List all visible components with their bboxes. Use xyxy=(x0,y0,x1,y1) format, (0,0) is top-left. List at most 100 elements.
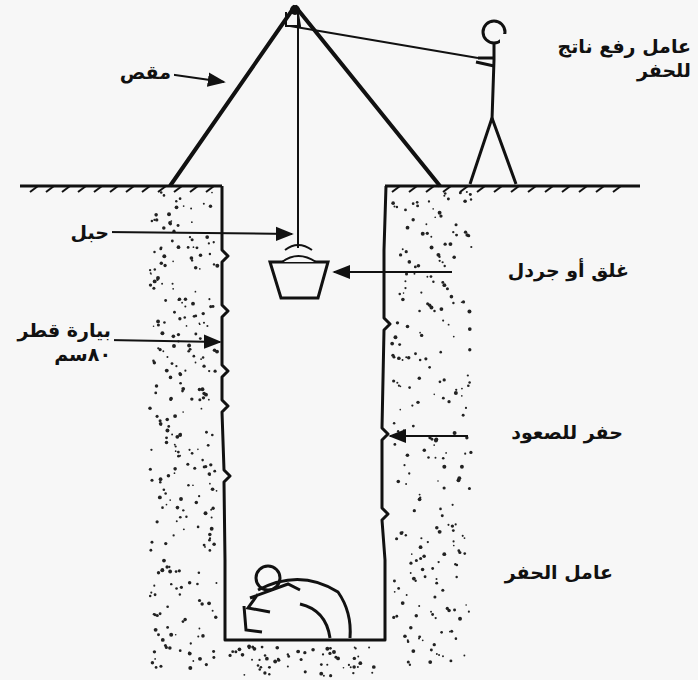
soil-dot xyxy=(455,389,457,391)
soil-dot xyxy=(179,516,182,519)
dimension-label: بيارة قطر ٨٠سم xyxy=(6,318,114,368)
rope xyxy=(297,12,299,248)
soil-dot xyxy=(462,414,465,417)
soil-dot xyxy=(468,381,470,383)
soil-dot xyxy=(390,342,394,346)
soil-dot xyxy=(161,638,165,642)
soil-dot xyxy=(179,373,182,376)
soil-dot xyxy=(182,620,185,623)
soil-dot xyxy=(412,425,415,428)
soil-dot xyxy=(198,657,202,661)
soil-dot xyxy=(398,343,401,346)
soil-dot xyxy=(277,658,280,661)
soil-dot xyxy=(444,243,447,246)
soil-dot xyxy=(173,311,176,314)
soil-dot xyxy=(435,457,437,459)
soil-dot xyxy=(188,449,190,451)
soil-dot xyxy=(320,663,323,666)
soil-dot xyxy=(400,385,402,387)
soil-dot xyxy=(468,611,470,613)
soil-dot xyxy=(190,642,192,644)
soil-dot xyxy=(418,605,420,607)
hatch-stroke xyxy=(158,186,166,192)
digging-worker xyxy=(244,566,350,638)
soil-dot xyxy=(165,369,169,373)
hatch-stroke xyxy=(62,186,70,192)
hatch-stroke xyxy=(511,186,519,192)
soil-dot xyxy=(190,207,192,209)
soil-dot xyxy=(209,305,212,308)
soil-dot xyxy=(296,650,300,654)
soil-dot xyxy=(149,269,151,271)
soil-dot xyxy=(193,246,195,248)
soil-dot xyxy=(411,553,413,555)
soil-dot xyxy=(439,351,442,354)
soil-dot xyxy=(156,276,160,280)
soil-dot xyxy=(166,504,168,506)
soil-dot xyxy=(191,221,193,223)
soil-dot xyxy=(176,520,178,522)
soil-dot xyxy=(188,652,192,656)
soil-dot xyxy=(159,422,163,426)
soil-dot xyxy=(163,488,166,491)
soil-dot xyxy=(455,223,458,226)
bucket-handle xyxy=(285,245,312,250)
soil-dot xyxy=(403,429,405,431)
soil-dot xyxy=(162,559,166,563)
soil-dot xyxy=(156,320,160,324)
soil-dot xyxy=(439,307,443,311)
soil-dot xyxy=(165,441,169,445)
soil-dot xyxy=(446,287,449,290)
soil-dot xyxy=(175,365,177,367)
soil-dot xyxy=(372,665,376,669)
soil-dot xyxy=(159,665,162,668)
soil-dot xyxy=(442,320,444,322)
soil-dot xyxy=(149,595,152,598)
soil-dot xyxy=(418,377,421,380)
soil-dot xyxy=(441,514,444,517)
soil-dot xyxy=(153,613,156,616)
soil-dot xyxy=(430,648,433,651)
soil-dot xyxy=(199,337,202,340)
soil-dot xyxy=(184,370,186,372)
hatch-stroke xyxy=(426,186,434,192)
soil-dot xyxy=(156,279,158,281)
soil-dot xyxy=(354,647,356,649)
soil-dot xyxy=(211,507,214,510)
soil-dot xyxy=(287,665,289,667)
soil-dot xyxy=(461,395,463,397)
soil-dot xyxy=(404,287,406,289)
soil-dot xyxy=(202,356,205,359)
soil-dot xyxy=(208,370,210,372)
soil-dot xyxy=(161,283,163,285)
soil-dot xyxy=(260,666,263,669)
soil-dot xyxy=(469,193,472,196)
soil-dot xyxy=(179,433,181,435)
soil-dot xyxy=(153,585,155,587)
soil-dot xyxy=(437,561,439,563)
part-label: حفر للصعود xyxy=(470,420,626,446)
soil-dot xyxy=(405,483,407,485)
soil-dot xyxy=(461,388,463,390)
soil-dot xyxy=(201,459,204,462)
soil-dot xyxy=(325,647,329,651)
soil-dot xyxy=(434,439,438,443)
soil-dot xyxy=(150,449,152,451)
soil-dot xyxy=(176,506,180,510)
soil-dot xyxy=(421,568,425,572)
soil-dot xyxy=(215,264,219,268)
soil-dot xyxy=(151,541,154,544)
soil-dot xyxy=(424,357,427,360)
soil-dot xyxy=(160,331,164,335)
hatch-stroke xyxy=(477,186,485,192)
soil-dot xyxy=(453,609,456,612)
soil-dot xyxy=(201,387,205,391)
soil-dot xyxy=(183,528,185,530)
soil-dot xyxy=(201,634,205,638)
soil-dot xyxy=(452,302,454,304)
soil-dot xyxy=(419,332,421,334)
soil-dot xyxy=(430,246,434,250)
soil-dot xyxy=(368,646,370,648)
soil-dot xyxy=(393,580,396,583)
soil-dot xyxy=(200,602,203,605)
